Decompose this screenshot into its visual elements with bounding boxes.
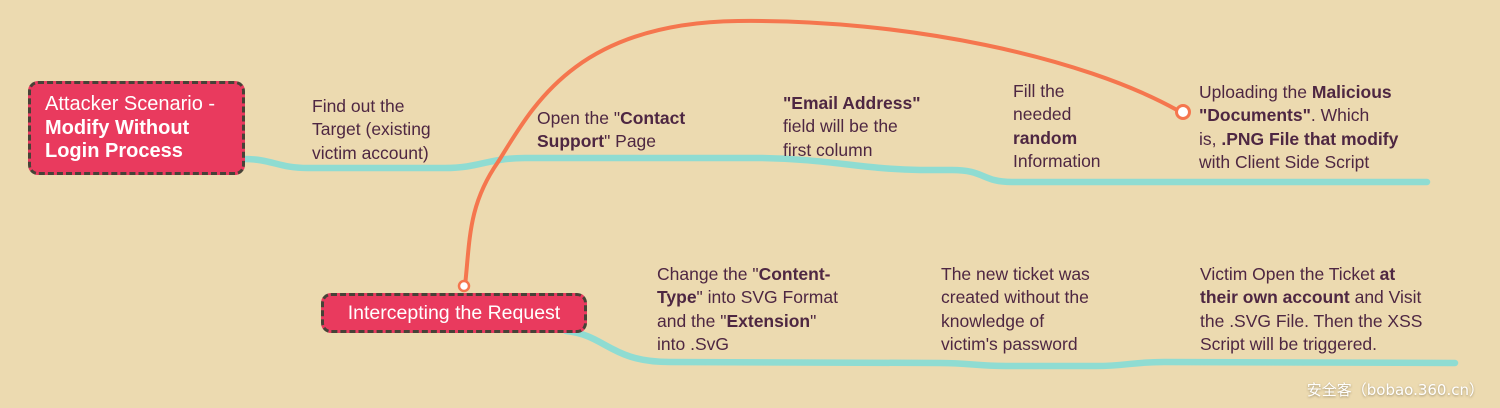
text-line: Victim Open the Ticket at (1200, 263, 1422, 286)
text-line: Fill the (1013, 80, 1101, 103)
relationship-endpoint-end (1175, 104, 1191, 120)
text-line: first column (783, 139, 921, 162)
text-segment: Script will be triggered. (1200, 334, 1378, 355)
text-line: Login Process (45, 140, 242, 164)
text-segment: Information (1013, 151, 1101, 172)
text-segment: "Email Address" (783, 93, 921, 113)
text-line: Support" Page (537, 130, 685, 153)
text-segment: the .SVG File. Then the XSS (1200, 310, 1423, 331)
relationship-curve (463, 18, 1179, 288)
node-label: Intercepting the Request (347, 301, 561, 324)
text-line: Find out the (312, 95, 431, 118)
text-segment: Attacker Scenario - (45, 93, 216, 115)
text-line: the .SVG File. Then the XSS (1200, 310, 1422, 333)
topic-change-content-type: Change the "Content-Type" into SVG Forma… (657, 263, 838, 357)
text-line: Information (1013, 150, 1101, 173)
text-line: Modify Without (45, 117, 242, 141)
text-segment: Open the " (537, 108, 621, 128)
text-line: "Email Address" (783, 92, 921, 115)
text-line: their own account and Visit (1200, 286, 1422, 309)
text-line: "Documents". Which (1199, 104, 1398, 127)
text-segment: created without the (941, 287, 1089, 308)
text-segment: Find out the (312, 96, 405, 116)
text-segment: at (1379, 264, 1396, 284)
text-line: needed (1013, 103, 1101, 126)
text-segment: Extension (726, 310, 811, 331)
text-segment: and Visit (1349, 287, 1422, 308)
text-segment: Change the " (657, 264, 759, 284)
text-line: The new ticket was (941, 263, 1090, 286)
text-line: Open the "Contact (537, 107, 685, 130)
text-segment: knowledge of (941, 310, 1045, 331)
text-segment: Login Process (45, 140, 183, 162)
text-segment: " Page (604, 131, 657, 152)
text-segment: The new ticket was (941, 264, 1090, 284)
text-segment: Target (existing (312, 119, 431, 140)
topic-uploading-malicious: Uploading the Malicious"Documents". Whic… (1199, 81, 1398, 175)
text-segment: Contact (620, 108, 686, 128)
text-segment: random (1013, 127, 1078, 148)
text-line: into .SvG (657, 333, 838, 356)
text-segment: field will be the (783, 116, 898, 137)
text-segment: Malicious (1311, 82, 1392, 102)
text-segment: needed (1013, 104, 1072, 125)
text-line: Type" into SVG Format (657, 286, 838, 309)
text-segment: with Client Side Script (1199, 152, 1370, 173)
branch-line-top (240, 154, 1431, 186)
text-segment: Fill the (1013, 81, 1065, 101)
text-line: Script will be triggered. (1200, 333, 1422, 356)
text-line: field will be the (783, 115, 921, 138)
text-segment: Modify Without (45, 116, 190, 139)
text-segment: Uploading the (1199, 82, 1312, 102)
text-segment: is, (1199, 128, 1222, 149)
text-segment: victim account) (312, 142, 429, 163)
text-line: random (1013, 127, 1101, 150)
text-line: Attacker Scenario - (45, 93, 242, 117)
text-line: with Client Side Script (1199, 151, 1398, 174)
text-segment: " (810, 310, 817, 331)
watermark-text: 安全客（bobao.360.cn） (1306, 381, 1484, 399)
text-line: knowledge of (941, 310, 1090, 333)
text-line: Change the "Content- (657, 263, 838, 286)
text-segment: Type (657, 287, 697, 308)
text-segment: Support (537, 131, 605, 152)
text-segment: .PNG File that modify (1221, 128, 1399, 149)
text-line: Target (existing (312, 118, 431, 141)
text-segment: victim's password (941, 334, 1078, 355)
text-segment: Content- (758, 264, 831, 284)
text-segment: and the " (657, 310, 727, 331)
branch-line-bottom (562, 327, 1459, 370)
text-segment: Victim Open the Ticket (1200, 264, 1380, 284)
node-intercepting-request: Intercepting the Request (321, 293, 587, 333)
text-line: is, .PNG File that modify (1199, 128, 1398, 151)
text-segment: . Which (1310, 105, 1370, 126)
text-line: and the "Extension" (657, 310, 838, 333)
relationship-endpoint-start (457, 279, 471, 293)
text-segment: first column (783, 139, 873, 160)
text-segment: their own account (1200, 287, 1350, 308)
text-segment: "Documents" (1199, 105, 1311, 126)
text-segment: into .SvG (657, 334, 729, 355)
text-line: created without the (941, 286, 1090, 309)
text-line: victim's password (941, 333, 1090, 356)
text-line: victim account) (312, 142, 431, 165)
text-line: Uploading the Malicious (1199, 81, 1398, 104)
text-segment: " into SVG Format (696, 287, 838, 308)
